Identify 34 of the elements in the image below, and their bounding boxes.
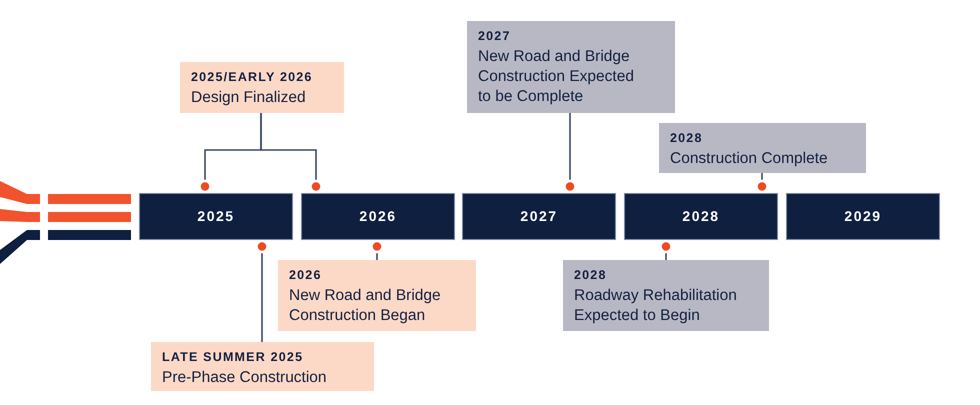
year-label: 2028 [682, 208, 720, 225]
year-label: 2027 [520, 208, 558, 225]
milestone-text: New Road and Bridge Construction Began [289, 286, 442, 326]
leader-line [563, 113, 577, 194]
milestone-text: Roadway Rehabilitation Expected to Begin [574, 286, 738, 326]
year-label: 2026 [359, 208, 397, 225]
milestone-callout [278, 260, 476, 331]
milestone-callout [659, 123, 866, 173]
milestone-date: 2028 [670, 130, 703, 147]
milestone-callout [563, 260, 769, 331]
year-bar [462, 193, 616, 240]
milestone-callout [151, 342, 374, 391]
year-bar [786, 193, 940, 240]
milestone-date: 2028 [574, 267, 607, 284]
year-bar [139, 193, 293, 240]
leader-line [755, 173, 769, 194]
year-label: 2025 [197, 208, 235, 225]
leader-line [370, 240, 384, 260]
milestone-date: LATE SUMMER 2025 [162, 349, 304, 366]
year-bar [624, 193, 778, 240]
milestone-text: Pre-Phase Construction [162, 368, 327, 388]
year-bar [301, 193, 455, 240]
milestone-text: Construction Complete [670, 149, 828, 169]
milestone-callout [180, 62, 344, 113]
year-label: 2029 [844, 208, 882, 225]
leader-line [260, 113, 323, 194]
milestone-text: New Road and Bridge Construction Expected to be Complete [478, 47, 635, 107]
milestone-date: 2027 [478, 28, 511, 45]
milestone-callout [467, 21, 675, 113]
milestone-date: 2025/EARLY 2026 [191, 69, 313, 86]
leader-line [659, 240, 673, 260]
leader-line [255, 240, 269, 342]
milestone-date: 2026 [289, 267, 322, 284]
milestone-text: Design Finalized [191, 88, 306, 108]
